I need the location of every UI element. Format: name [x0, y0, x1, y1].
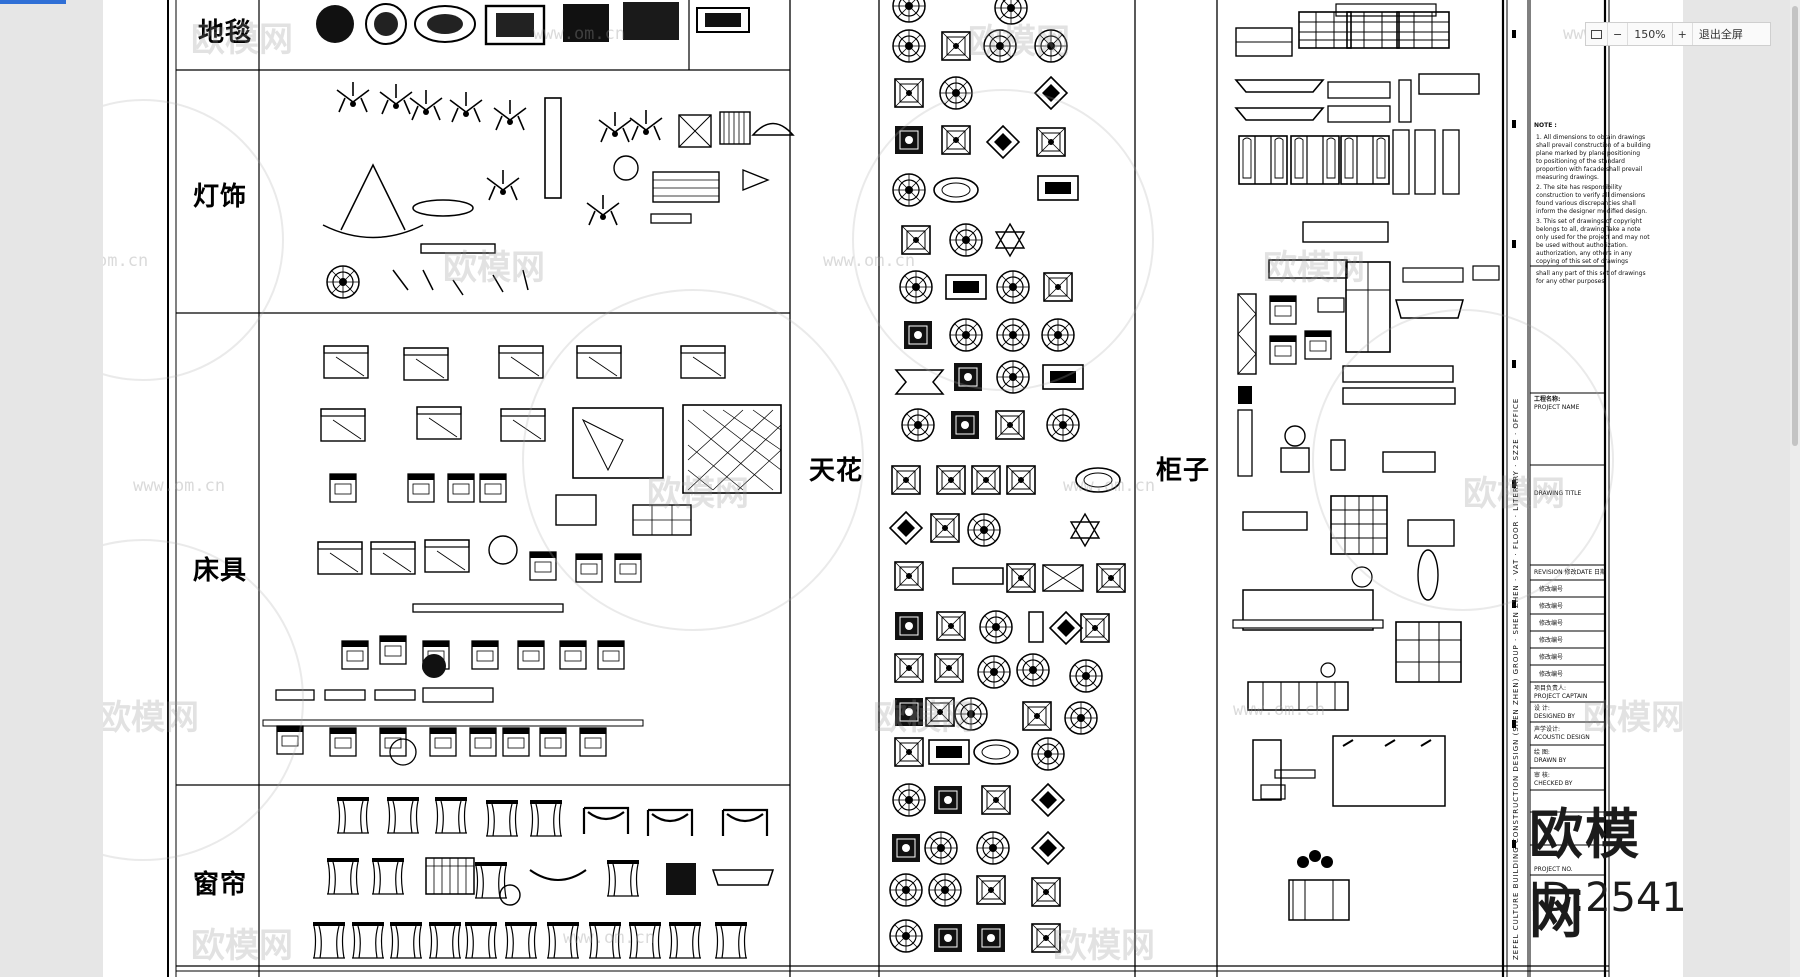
category-label-cabinets: 柜子 [1156, 456, 1211, 486]
project-name-cn: 工程名称: [1534, 396, 1561, 403]
fit-screen-icon [1591, 29, 1602, 39]
acoustic-cn: 声学设计: [1534, 726, 1561, 733]
note-line-16: copying of this set of drawings [1536, 258, 1629, 265]
note-line-15: authorization, any others in any [1536, 250, 1632, 257]
project-no: PROJECT NO. [1534, 866, 1573, 873]
note-line-12: belongs to all, drawing Take a note [1536, 226, 1641, 233]
drawing-title: DRAWING TITLE [1534, 490, 1582, 497]
note-line-11: 3. This set of drawings of copyright [1536, 218, 1642, 225]
revision-header: REVISION 修改DATE 日期 [1534, 569, 1607, 576]
watermark-brand-large: 欧模网 [1529, 802, 1641, 945]
note-line-6: measuring drawings. [1536, 174, 1599, 181]
note-line-2: shall prevail construction of a building [1536, 142, 1651, 149]
revision-row-3: 修改编号 [1539, 620, 1564, 627]
note-line-18: for any other purposes. [1536, 278, 1607, 285]
drawn-cn: 绘 图: [1534, 749, 1550, 756]
note-line-4: to positioning of the standard [1536, 158, 1625, 165]
zoom-out-button[interactable]: − [1608, 23, 1629, 45]
captain-cn: 项目负责人: [1534, 685, 1567, 692]
category-label-curtains: 窗帘 [193, 870, 248, 900]
revision-row-6: 修改编号 [1539, 671, 1564, 678]
vertical-scrollbar[interactable] [1790, 0, 1800, 977]
note-line-5: proportion with facade shall prevail [1536, 166, 1643, 173]
category-label-lighting: 灯饰 [193, 182, 248, 212]
note-line-14: be used without authorization. [1536, 242, 1628, 249]
acoustic: ACOUSTIC DESIGN [1534, 734, 1590, 741]
fit-screen-button[interactable] [1586, 23, 1608, 45]
note-line-1: 1. All dimensions to obtain drawings [1536, 134, 1646, 141]
cad-linework [103, 0, 1614, 977]
zoom-in-button[interactable]: + [1673, 23, 1693, 45]
checked: CHECKED BY [1534, 780, 1573, 787]
note-line-10: inform the designer modified design. [1536, 208, 1648, 215]
revision-row-5: 修改编号 [1539, 654, 1564, 661]
revision-row-1: 修改编号 [1539, 586, 1564, 593]
note-header: NOTE : [1534, 122, 1557, 129]
designed: DESIGNED BY [1534, 713, 1575, 720]
note-line-8: construction to verify all dimensions [1536, 192, 1646, 199]
category-label-beds: 床具 [193, 556, 248, 586]
revision-row-2: 修改编号 [1539, 603, 1564, 610]
viewer-toolbar: − 150% + 退出全屏 [1585, 22, 1771, 46]
note-line-17: shall any part of this set of drawings [1536, 270, 1646, 277]
scrollbar-thumb[interactable] [1792, 6, 1798, 446]
watermark-id: ID:2541294 [1529, 875, 1683, 921]
revision-row-4: 修改编号 [1539, 637, 1564, 644]
note-line-3: plane marked by plane positioning [1536, 150, 1641, 157]
project-name: PROJECT NAME [1534, 404, 1580, 411]
checked-cn: 审 核: [1534, 772, 1550, 779]
category-label-ceiling: 天花 [809, 456, 864, 486]
exit-fullscreen-button[interactable]: 退出全屏 [1698, 28, 1743, 41]
note-line-7: 2. The site has responsibility [1536, 184, 1622, 191]
designed-cn: 设 计: [1534, 705, 1550, 712]
drawn: DRAWN BY [1534, 757, 1567, 764]
zoom-level: 150% [1628, 23, 1673, 45]
cad-drawing-sheet[interactable]: 地毯 灯饰 床具 窗帘 天花 柜子 NOTE : 1. All dimensio… [103, 0, 1683, 977]
active-tab-indicator [0, 0, 66, 4]
captain: PROJECT CAPTAIN [1534, 693, 1588, 700]
vertical-company-text: ZEFEL CULTURE BUILDING CONSTRUCTION DESI… [1512, 397, 1520, 960]
note-line-13: only used for the project and may not [1536, 234, 1650, 241]
note-line-9: found various discrepancies shall [1536, 200, 1636, 207]
category-label-carpet: 地毯 [198, 18, 253, 48]
